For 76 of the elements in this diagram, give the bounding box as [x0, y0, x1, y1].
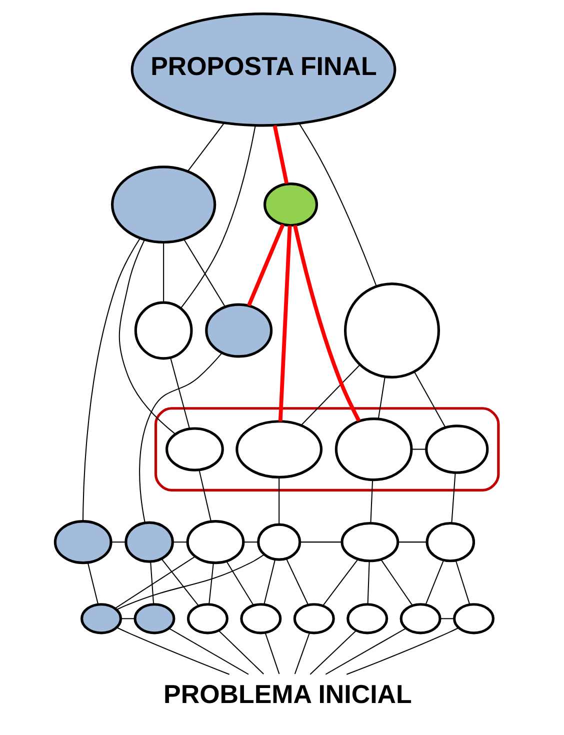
connector: [218, 630, 264, 674]
connector: [208, 562, 214, 604]
node-ellipse: [186, 603, 228, 634]
connector: [168, 628, 249, 675]
connector: [414, 372, 446, 428]
connector: [116, 554, 264, 610]
node-ellipse: [166, 427, 224, 472]
connector: [380, 559, 413, 606]
connector: [87, 562, 99, 605]
node-ellipse: [453, 603, 495, 634]
node-ellipse: [346, 603, 388, 634]
connector: [226, 561, 254, 606]
cluster: [154, 407, 500, 492]
connector: [440, 618, 454, 620]
connector: [298, 124, 377, 286]
node-ellipse: [134, 603, 176, 634]
connector: [118, 240, 176, 435]
connector: [367, 560, 370, 604]
node-ellipse: [340, 522, 400, 562]
connector: [412, 448, 426, 450]
connector: [346, 627, 459, 675]
connector: [300, 364, 360, 426]
connector: [294, 632, 310, 674]
node-ellipse: [240, 603, 282, 634]
node-ellipse: [186, 520, 245, 564]
connector: [425, 560, 444, 605]
connector: [173, 542, 188, 543]
node-ellipse: [205, 303, 273, 358]
connector: [286, 558, 309, 606]
node-ellipse: [236, 420, 323, 478]
connector: [455, 560, 470, 605]
node-circle: [134, 301, 193, 360]
node-ellipse: [54, 520, 112, 564]
node-circle: [344, 282, 440, 379]
connector: [378, 376, 386, 420]
connector: [170, 357, 190, 429]
connector: [184, 239, 226, 308]
node-ellipse: [111, 166, 216, 244]
node-ellipse: [426, 522, 476, 562]
node-ellipse: [334, 417, 413, 482]
connector: [451, 472, 456, 523]
node-ellipse: [425, 424, 489, 474]
connector: [300, 542, 342, 543]
connector: [398, 542, 427, 543]
connector: [187, 122, 224, 172]
connector: [139, 352, 222, 523]
node-ellipse: [124, 521, 174, 563]
connector: [120, 618, 134, 620]
connector: [180, 125, 256, 309]
connector: [325, 628, 406, 675]
connector: [278, 226, 292, 422]
connector: [310, 630, 356, 675]
connector: [111, 542, 126, 543]
connector: [198, 470, 212, 522]
connector: [370, 480, 374, 524]
connector: [114, 556, 196, 609]
node-ellipse: [257, 523, 302, 561]
connector: [163, 242, 164, 302]
connector: [293, 224, 361, 422]
connector: [244, 542, 258, 543]
node-ellipse: [293, 603, 335, 634]
connector: [264, 632, 280, 674]
connector: [278, 478, 280, 524]
connector: [272, 125, 289, 184]
node-ellipse: [400, 603, 442, 634]
connector: [264, 559, 276, 604]
node-ellipse: [264, 182, 318, 227]
node-ellipse: [80, 603, 122, 634]
node-ellipse: PROPOSTA FINAL: [130, 12, 396, 127]
connector: [82, 238, 141, 522]
connector: [246, 224, 285, 306]
connector: [161, 558, 199, 606]
connector: [322, 559, 358, 606]
connector: [150, 562, 154, 604]
connector: [116, 627, 230, 675]
node-text: PROBLEMA INICIAL: [164, 681, 412, 710]
